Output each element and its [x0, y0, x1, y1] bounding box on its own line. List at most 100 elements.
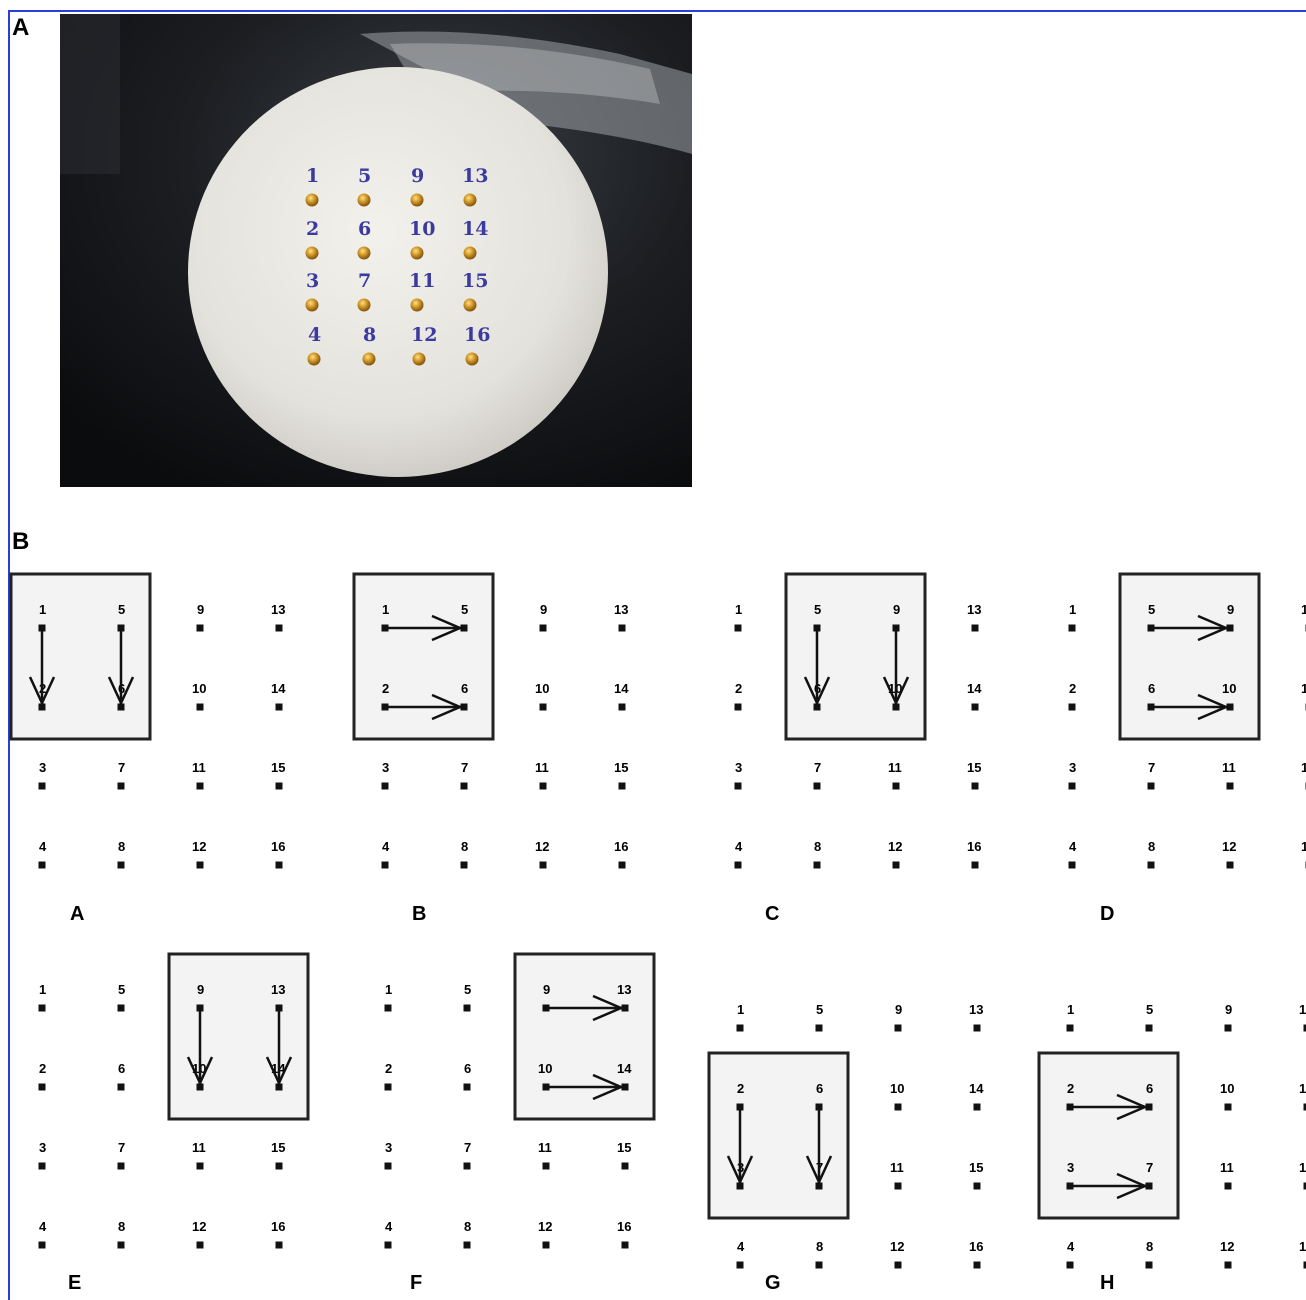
montage-box [1039, 1053, 1178, 1218]
electrode-number-7: 7 [1146, 1160, 1153, 1175]
electrode-number-14: 14 [969, 1081, 984, 1096]
electrode-11 [1227, 783, 1234, 790]
electrode-number-13: 13 [614, 602, 628, 617]
electrode-number-9: 9 [1227, 602, 1234, 617]
electrode-number-2: 2 [735, 681, 742, 696]
electrode-number-2: 2 [737, 1081, 744, 1096]
electrode-number-6: 6 [816, 1081, 823, 1096]
electrode-14 [972, 704, 979, 711]
electrode-7 [461, 783, 468, 790]
electrode-number-10: 10 [192, 681, 206, 696]
electrode-number-5: 5 [464, 982, 471, 997]
montage-label: H [1100, 1272, 1114, 1291]
electrode-number-12: 12 [192, 839, 206, 854]
electrode-number-8: 8 [118, 1219, 125, 1234]
electrode-number-16: 16 [967, 839, 981, 854]
electrode-number-10: 10 [535, 681, 549, 696]
electrode-number-15: 15 [967, 760, 981, 775]
electrode-number-9: 9 [895, 1002, 902, 1017]
electrode-number-7: 7 [118, 1140, 125, 1155]
electrode-1 [385, 1005, 392, 1012]
montage-c: 15913261014371115481216C [735, 574, 983, 925]
electrode-8 [1146, 1262, 1153, 1269]
electrode-9 [895, 1025, 902, 1032]
electrode-8 [814, 862, 821, 869]
electrode-number-8: 8 [461, 839, 468, 854]
electrode-number-12: 12 [1220, 1239, 1234, 1254]
electrode-16 [972, 862, 979, 869]
electrode-number-11: 11 [192, 760, 206, 775]
electrode-number-9: 9 [1225, 1002, 1232, 1017]
electrode-number-10: 10 [1220, 1081, 1234, 1096]
electrode-10 [895, 1104, 902, 1111]
electrode-number-7: 7 [1148, 760, 1155, 775]
electrode-1 [737, 1025, 744, 1032]
electrode-15 [276, 1163, 283, 1170]
electrode-8 [118, 862, 125, 869]
electrode-1 [735, 625, 742, 632]
electrode-number-14: 14 [271, 681, 286, 696]
electrode-number-3: 3 [735, 760, 742, 775]
electrode-number-4: 4 [39, 1219, 47, 1234]
electrode-number-1: 1 [737, 1002, 744, 1017]
electrode-11 [543, 1163, 550, 1170]
electrode-3 [39, 1163, 46, 1170]
electrode-number-14: 14 [1301, 681, 1306, 696]
electrode-14 [974, 1104, 981, 1111]
electrode-number-12: 12 [1222, 839, 1236, 854]
electrode-12 [893, 862, 900, 869]
electrode-number-4: 4 [385, 1219, 393, 1234]
electrode-12 [540, 862, 547, 869]
electrode-number-16: 16 [969, 1239, 983, 1254]
electrode-5 [1146, 1025, 1153, 1032]
electrode-2 [1069, 704, 1076, 711]
electrode-number-8: 8 [118, 839, 125, 854]
electrode-number-16: 16 [1299, 1239, 1306, 1254]
electrode-number-8: 8 [814, 839, 821, 854]
electrode-12 [543, 1242, 550, 1249]
electrode-11 [197, 783, 204, 790]
electrode-number-1: 1 [385, 982, 392, 997]
electrode-16 [276, 1242, 283, 1249]
electrode-14 [276, 704, 283, 711]
electrode-4 [1069, 862, 1076, 869]
electrode-4 [737, 1262, 744, 1269]
electrode-number-6: 6 [464, 1061, 471, 1076]
electrode-10 [1225, 1104, 1232, 1111]
electrode-1 [1069, 625, 1076, 632]
electrode-3 [382, 783, 389, 790]
electrode-16 [974, 1262, 981, 1269]
montage-g: 15913261014371115481216G [709, 1002, 984, 1291]
electrode-5 [118, 1005, 125, 1012]
electrode-9 [1225, 1025, 1232, 1032]
electrode-7 [118, 1163, 125, 1170]
electrode-8 [464, 1242, 471, 1249]
electrode-number-13: 13 [271, 982, 285, 997]
electrode-number-4: 4 [382, 839, 390, 854]
electrode-5 [464, 1005, 471, 1012]
electrode-number-11: 11 [535, 760, 549, 775]
electrode-15 [622, 1163, 629, 1170]
electrode-11 [893, 783, 900, 790]
electrode-11 [540, 783, 547, 790]
electrode-number-15: 15 [1301, 760, 1306, 775]
electrode-11 [197, 1163, 204, 1170]
electrode-12 [197, 1242, 204, 1249]
electrode-2 [385, 1084, 392, 1091]
electrode-number-12: 12 [888, 839, 902, 854]
electrode-number-5: 5 [1146, 1002, 1153, 1017]
electrode-number-14: 14 [617, 1061, 632, 1076]
electrode-number-15: 15 [271, 1140, 285, 1155]
electrode-number-5: 5 [816, 1002, 823, 1017]
electrode-number-4: 4 [39, 839, 47, 854]
electrode-2 [39, 1084, 46, 1091]
electrode-number-5: 5 [118, 602, 125, 617]
montage-box [11, 574, 150, 739]
electrode-number-1: 1 [382, 602, 389, 617]
electrode-8 [118, 1242, 125, 1249]
electrode-11 [895, 1183, 902, 1190]
montage-box [169, 954, 308, 1119]
electrode-number-3: 3 [1069, 760, 1076, 775]
electrode-number-7: 7 [461, 760, 468, 775]
